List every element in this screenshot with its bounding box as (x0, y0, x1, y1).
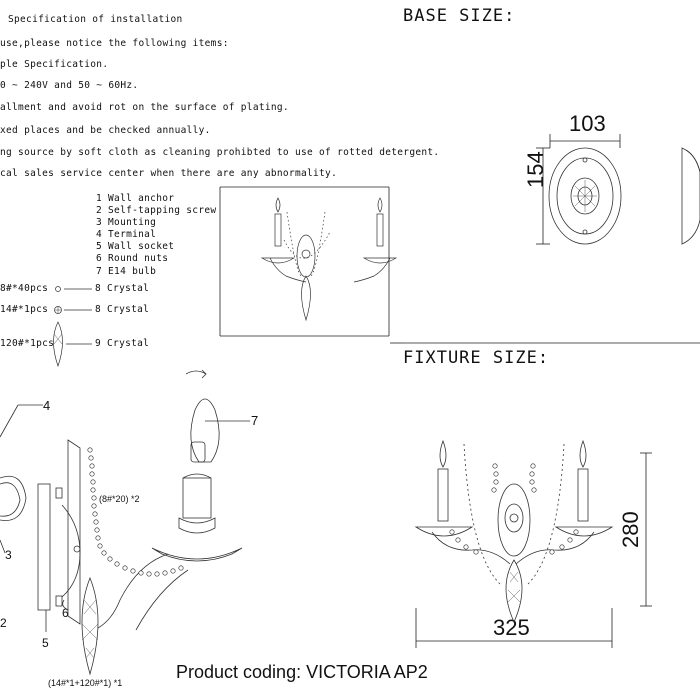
crystal-label-3: 9 Crystal (95, 338, 150, 349)
part-7: 7 E14 bulb (96, 265, 157, 277)
label-7: 7 (251, 413, 259, 428)
spec-line-6: ng source by soft cloth as cleaning proh… (0, 147, 440, 158)
drop-note: (14#*1+120#*1) *1 (48, 678, 123, 688)
fixture-width-dimension: 325 (493, 615, 530, 640)
label-2: 2 (0, 616, 7, 630)
base-size-heading: BASE SIZE: (403, 6, 516, 26)
label-4: 4 (43, 398, 51, 413)
crystal-spec-2: 14#*1pcs (0, 304, 49, 315)
exploded-view-illustration (0, 369, 250, 676)
crystal-spec-1: 8#*40pcs (0, 283, 49, 294)
spec-line-4: allment and avoid rot on the surface of … (0, 102, 289, 113)
preview-chandelier-illustration (260, 197, 398, 322)
spec-line-3: 0 ~ 240V and 50 ~ 60Hz. (0, 80, 139, 91)
part-4: 4 Terminal (96, 229, 157, 241)
crystal-label-2: 8 Crystal (95, 304, 150, 315)
part-3: 3 Mounting (96, 217, 157, 229)
base-side-illustration (681, 147, 700, 245)
fixture-size-heading: FIXTURE SIZE: (403, 348, 550, 368)
spec-line-5: xed places and be checked annually. (0, 125, 211, 136)
exploded-chain-beads (87, 447, 184, 577)
part-1: 1 Wall anchor (96, 193, 175, 204)
label-3: 3 (5, 548, 12, 562)
base-front-illustration (548, 147, 622, 245)
crystal-label-1: 8 Crystal (95, 283, 150, 294)
part-5: 5 Wall socket (96, 241, 175, 253)
label-6: 6 (62, 606, 69, 620)
base-dimension-lines (536, 134, 621, 245)
spec-line-2: ple Specification. (0, 59, 109, 70)
crystal-legend-icons (53, 286, 92, 368)
part-6: 6 Round nuts (96, 253, 169, 265)
part-2: 2 Self-tapping screw (96, 205, 217, 217)
spec-line-7: cal sales service center when there are … (0, 168, 338, 179)
spec-line-1: use,please notice the following items: (0, 38, 229, 49)
fixture-dimension-lines (415, 452, 652, 648)
fixture-chain-beads (449, 463, 579, 555)
chain-note: (8#*20) *2 (99, 494, 140, 504)
product-coding: Product coding: VICTORIA AP2 (176, 662, 428, 682)
label-5: 5 (42, 636, 49, 650)
parts-list: 1 Wall anchor 2 Self-tapping screw 3 Mou… (96, 193, 216, 278)
spec-title: Specification of installation (8, 14, 183, 25)
crystal-spec-3: 120#*1pcs (0, 338, 55, 349)
fixture-illustration (414, 439, 614, 623)
base-width-dimension: 103 (569, 111, 606, 136)
